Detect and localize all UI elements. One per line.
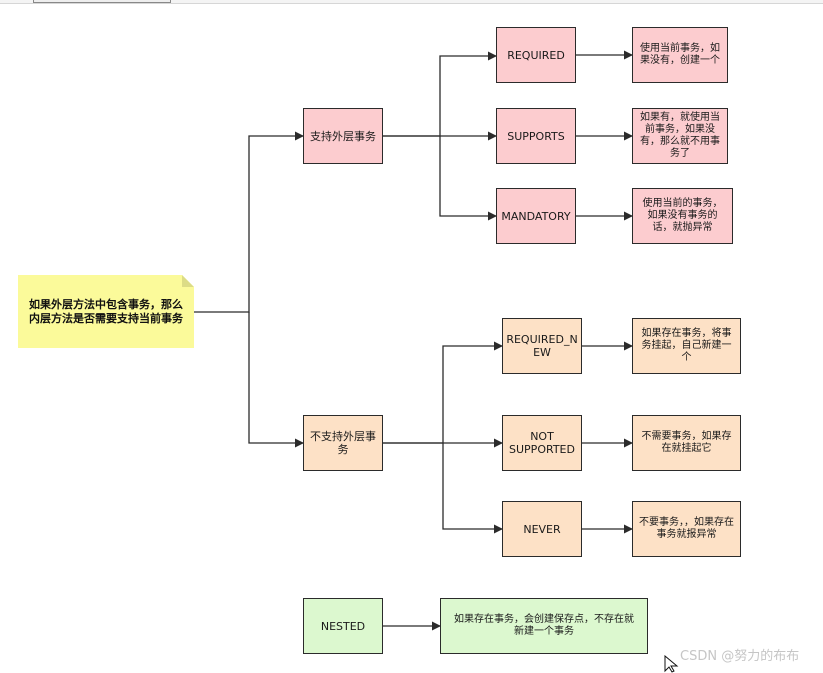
node-never-desc[interactable]: 不要事务，，如果存在事务就报异常 xyxy=(632,501,741,557)
node-required[interactable]: REQUIRED xyxy=(496,27,576,83)
top-toolbar-strip xyxy=(0,0,823,4)
node-mandatory-desc[interactable]: 使用当前的事务，如果没有事务的话，就抛异常 xyxy=(632,188,733,244)
node-not-supported[interactable]: NOT SUPPORTED xyxy=(502,415,582,471)
node-required-desc[interactable]: 使用当前事务，如果没有，创建一个 xyxy=(632,27,728,83)
node-supports[interactable]: SUPPORTS xyxy=(496,108,576,164)
toolbar-tab xyxy=(33,0,171,3)
csdn-watermark: CSDN @努力的布布 xyxy=(680,649,800,664)
edge-nosupport-to-requiresnew xyxy=(383,341,503,444)
node-requires-new[interactable]: REQUIRED_NEW xyxy=(502,318,582,374)
edge-root-to-no-support xyxy=(248,312,304,448)
root-question-note[interactable]: 如果外层方法中包含事务，那么内层方法是否需要支持当前事务 xyxy=(18,275,194,348)
node-never[interactable]: NEVER xyxy=(502,501,582,557)
edge-root-to-support xyxy=(194,131,304,313)
node-not-supported-desc[interactable]: 不需要事务，如果存在就挂起它 xyxy=(632,415,741,471)
node-nested-desc[interactable]: 如果存在事务，会创建保存点，不存在就新建一个事务 xyxy=(440,598,648,654)
edge-nosupport-to-never xyxy=(442,443,503,534)
edge-support-to-required xyxy=(383,51,497,137)
node-nested[interactable]: NESTED xyxy=(303,598,383,654)
node-no-support-outer-transaction[interactable]: 不支持外层事务 xyxy=(303,415,383,471)
node-support-outer-transaction[interactable]: 支持外层事务 xyxy=(303,108,383,164)
edge-support-to-mandatory xyxy=(439,136,497,221)
node-supports-desc[interactable]: 如果有，就使用当前事务，如果没有，那么就不用事务了 xyxy=(632,108,728,164)
mouse-cursor-icon xyxy=(664,655,679,673)
node-mandatory[interactable]: MANDATORY xyxy=(496,188,576,244)
node-requires-new-desc[interactable]: 如果存在事务，将事务挂起，自己新建一个 xyxy=(632,318,741,374)
